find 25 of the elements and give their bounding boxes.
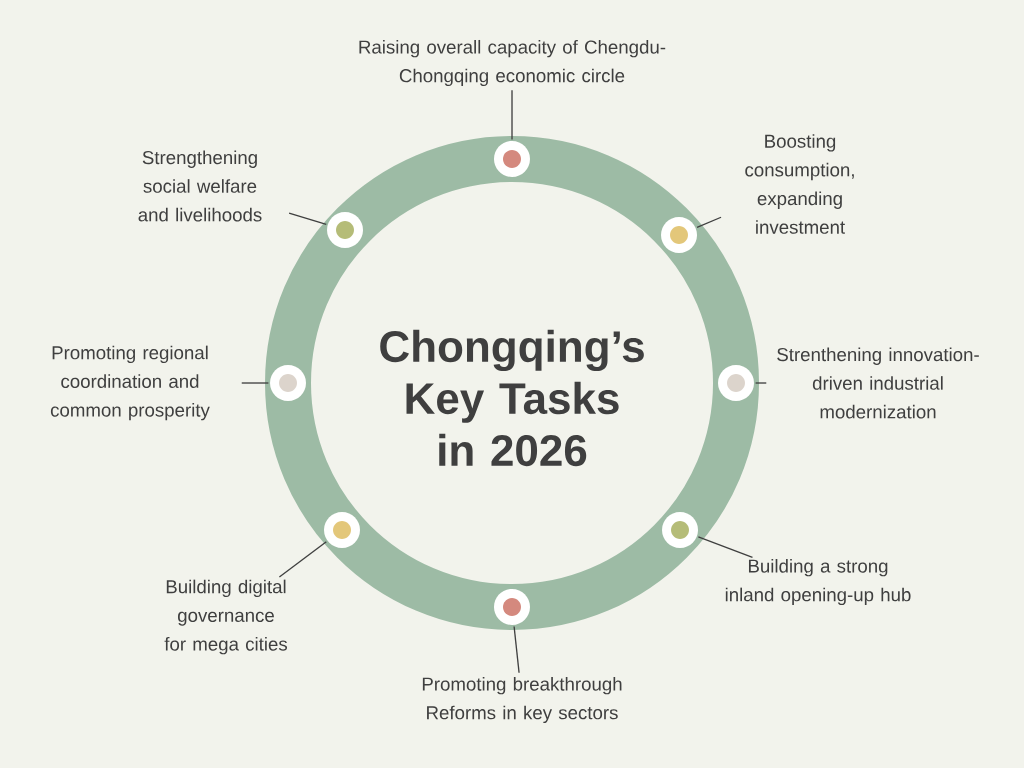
leader-line: [511, 89, 513, 141]
dot-marker: [327, 212, 363, 248]
dot-marker: [662, 512, 698, 548]
leader-line: [513, 625, 520, 674]
dot-marker: [494, 141, 530, 177]
dot-marker: [270, 365, 306, 401]
leader-line: [288, 212, 327, 225]
leader-line: [696, 216, 722, 229]
title: Chongqing’s Key Tasks in 2026: [380, 329, 644, 467]
leader-line: [241, 382, 270, 384]
dot-marker: [324, 512, 360, 548]
task-label: Boosting consumption, expanding investment: [745, 134, 854, 234]
leader-line: [754, 382, 767, 384]
dot-marker: [718, 365, 754, 401]
task-label: Building a strong inland opening-up hub: [725, 558, 911, 606]
task-label: Strenthening innovation-driven industrial modernization: [777, 347, 979, 419]
dot-marker: [661, 217, 697, 253]
task-label: Promoting breakthrough Reforms in key sectors: [422, 676, 622, 724]
task-label: Promoting regional coordination and common prosperity: [50, 345, 210, 421]
task-label: Raising overall capacity of Chengdu-Chongqing economic circle: [359, 39, 666, 87]
leader-line: [278, 541, 327, 578]
task-label: Strengthening social welfare and livelihoods: [138, 150, 262, 222]
leader-line: [697, 536, 754, 558]
dot-marker: [494, 589, 530, 625]
task-label: Building digital governance for mega cities: [164, 579, 288, 655]
